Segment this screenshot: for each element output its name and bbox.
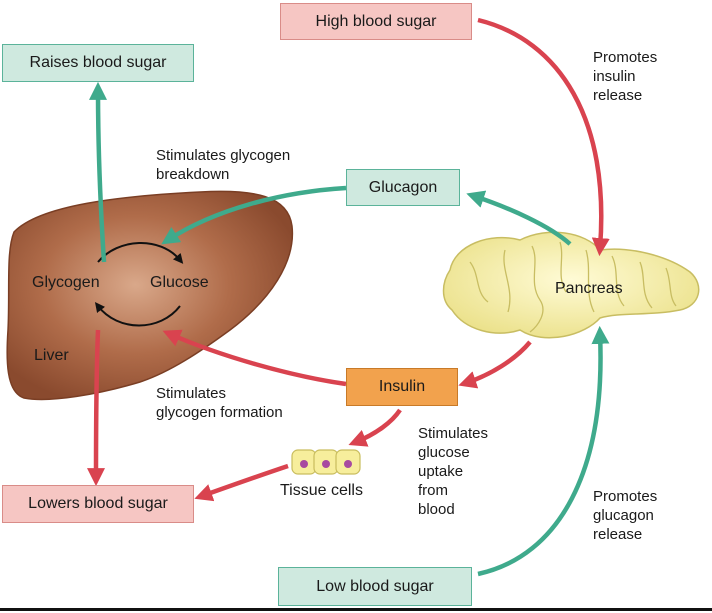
tissue-cells-label: Tissue cells [280,482,363,499]
arrow-high-to-pancreas [477,17,610,257]
glucagon-box: Glucagon [346,169,460,206]
glycogen-label: Glycogen [32,274,100,291]
tissue-cells-graphic [291,449,361,475]
arrow-insulin-to-liver [162,329,347,387]
high-blood-sugar-box: High blood sugar [280,3,472,40]
arrow-tissue-to-lowers [194,463,289,502]
arrow-pancreas-to-insulin [458,340,532,389]
arrow-insulin-to-tissue [348,408,402,447]
raises-blood-sugar-box: Raises blood sugar [2,44,194,82]
arrow-liver-to-lowers [87,329,106,487]
pancreas-label: Pancreas [555,280,623,297]
promotes-glucagon-release-label: Promotes glucagon release [593,488,658,543]
liver-shape [6,190,294,401]
insulin-box: Insulin [346,368,458,406]
stimulates-glucose-uptake-label: Stimulates glucose uptake from blood [418,425,489,518]
arrow-pancreas-to-glucagon [466,190,572,246]
bottom-border [0,608,712,611]
liver-label: Liver [34,347,69,364]
arrow-glucagon-to-liver [161,185,347,245]
glucose-label: Glucose [150,274,209,291]
arrow-liver-to-raises [89,81,108,263]
stimulates-glycogen-breakdown-label: Stimulates glycogen breakdown [156,147,291,183]
lowers-blood-sugar-box: Lowers blood sugar [2,485,194,523]
arrow-low-to-pancreas [477,325,610,577]
pancreas-shape [442,231,700,339]
low-blood-sugar-box: Low blood sugar [278,567,472,606]
cycle-arrow-bottom [94,302,181,327]
promotes-insulin-release-label: Promotes insulin release [593,49,658,104]
stimulates-glycogen-formation-label: Stimulates glycogen formation [156,385,283,421]
